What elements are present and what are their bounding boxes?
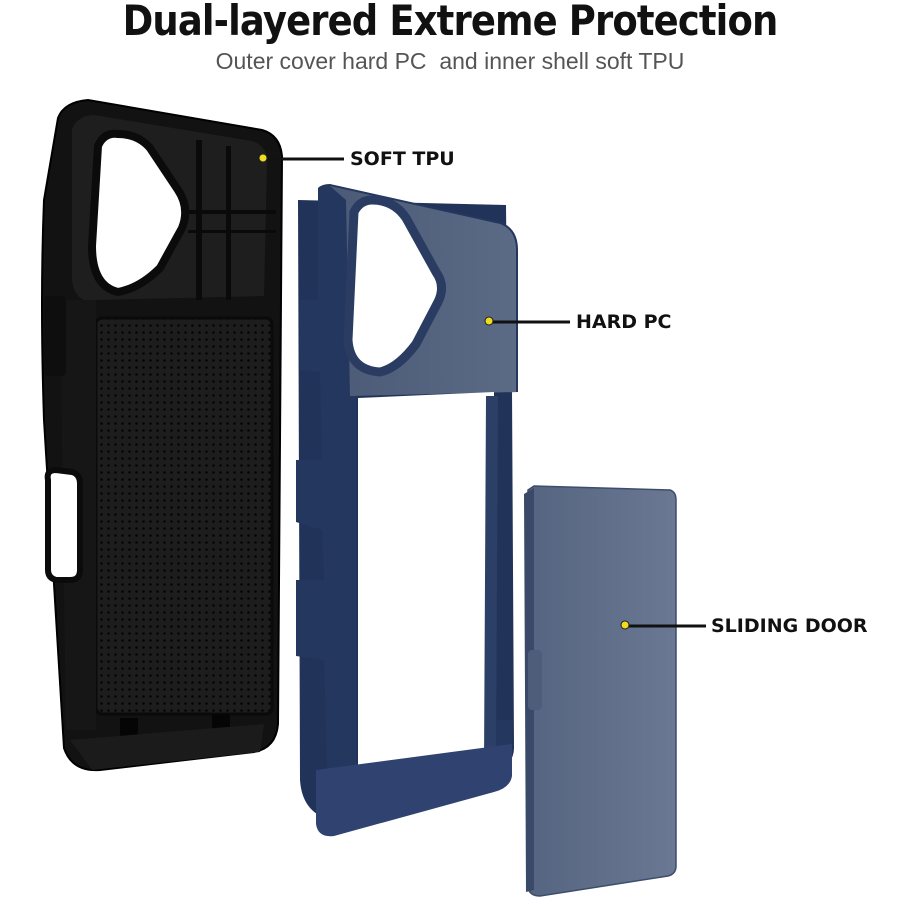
- page-subtitle: Outer cover hard PC and inner shell soft…: [215, 48, 685, 74]
- sliding-door: [524, 485, 677, 897]
- callout-dot-soft-tpu: [258, 153, 268, 163]
- label-soft-tpu: SOFT TPU: [350, 148, 455, 170]
- callout-hard-pc: [484, 316, 570, 326]
- page-title: Dual-layered Extreme Protection: [122, 0, 779, 45]
- callout-sliding-door: [620, 620, 706, 630]
- callout-dot-sliding-door: [620, 620, 630, 630]
- hard-pc-cover: [296, 184, 518, 837]
- label-sliding-door: SLIDING DOOR: [711, 615, 868, 637]
- label-hard-pc: HARD PC: [576, 311, 672, 333]
- soft-tpu-shell: [41, 98, 284, 772]
- callout-dot-hard-pc: [484, 316, 494, 326]
- callout-soft-tpu: [258, 153, 344, 163]
